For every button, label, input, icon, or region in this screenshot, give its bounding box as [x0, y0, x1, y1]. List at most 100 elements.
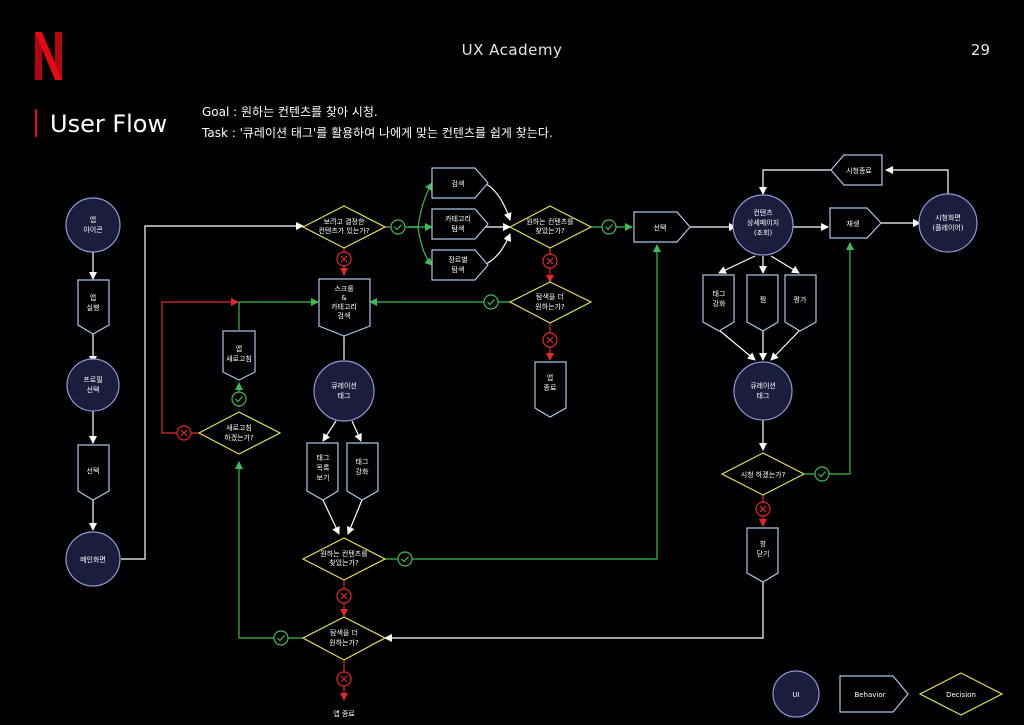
node-watch-end: 시청종료	[830, 154, 883, 186]
svg-text:창: 창	[760, 540, 767, 548]
svg-text:종료: 종료	[544, 384, 557, 392]
node-search: 검색	[431, 167, 489, 199]
node-close-window: 창 닫기	[746, 527, 779, 583]
x-icon	[336, 251, 352, 267]
no-badges	[176, 251, 771, 687]
svg-text:태그: 태그	[338, 392, 351, 400]
svg-text:카테고리: 카테고리	[331, 302, 357, 311]
svg-text:검색: 검색	[452, 179, 465, 188]
title-accent-bar	[35, 109, 37, 137]
node-rating: 평가	[784, 274, 817, 332]
node-genre-explore: 장르별 탐색	[431, 249, 489, 281]
node-curation-tag-right: 큐레이션 태그	[733, 361, 793, 421]
page-number: 29	[970, 41, 990, 59]
svg-text:찾았는가?: 찾았는가?	[329, 558, 359, 567]
x-icon	[542, 253, 558, 269]
svg-text:장르별: 장르별	[448, 255, 467, 264]
node-category-explore: 카테고리 탐색	[431, 208, 489, 240]
svg-text:프로필: 프로필	[83, 375, 102, 384]
node-select-right: 선택	[633, 211, 691, 243]
svg-text:보려고 결정한: 보려고 결정한	[324, 217, 365, 226]
svg-text:원하는 컨텐츠를: 원하는 컨텐츠를	[526, 217, 574, 226]
node-app-exit-bottom: 앱 종료	[333, 710, 355, 718]
svg-text:카테고리: 카테고리	[445, 214, 471, 223]
svg-text:스크롤: 스크롤	[334, 285, 354, 293]
node-tag-list-view: 태그 목록 보기	[306, 442, 339, 501]
svg-text:아이콘: 아이콘	[83, 225, 103, 234]
svg-text:평가: 평가	[794, 295, 807, 304]
svg-text:원하는가?: 원하는가?	[535, 302, 565, 311]
check-icon	[273, 630, 289, 646]
svg-text:시청 하겠는가?: 시청 하겠는가?	[741, 470, 786, 479]
svg-text:강화: 강화	[356, 467, 369, 476]
node-watch-screen: 시청화면 (플레이어)	[918, 193, 978, 253]
netflix-logo	[35, 32, 62, 80]
legend-ui: UI	[772, 670, 820, 718]
node-profile-select: 프로필 선택	[66, 358, 120, 412]
svg-text:선택: 선택	[87, 385, 100, 394]
svg-text:탐색을 더: 탐색을 더	[536, 292, 564, 301]
svg-text:닫기: 닫기	[757, 549, 770, 558]
svg-text:찾았는가?: 찾았는가?	[535, 226, 565, 235]
decision-explore-more-bottom: 탐색을 더 원하는가?	[301, 616, 387, 661]
node-tag-strengthen-right: 태그 강화	[702, 274, 735, 332]
node-scroll-category-search: 스크롤 & 카테고리 검색	[318, 278, 371, 337]
svg-text:Behavior: Behavior	[854, 691, 885, 699]
x-icon	[176, 425, 192, 441]
svg-text:시청화면: 시청화면	[935, 213, 961, 222]
svg-text:새로고침: 새로고침	[226, 423, 252, 432]
svg-text:새로고침: 새로고침	[226, 354, 252, 363]
x-icon	[336, 671, 352, 687]
svg-text:재생: 재생	[847, 219, 860, 228]
legend: UI Behavior Decision	[772, 670, 1004, 718]
yes-badges	[231, 219, 830, 646]
svg-text:찜: 찜	[760, 295, 766, 304]
svg-text:큐레이션: 큐레이션	[750, 381, 776, 390]
check-icon	[231, 391, 247, 407]
check-icon	[390, 219, 406, 235]
svg-text:선택: 선택	[87, 466, 100, 475]
node-content-detail-page: 컨텐츠 상세페이지 (조회)	[732, 194, 794, 256]
svg-text:컨텐츠가 있는가?: 컨텐츠가 있는가?	[318, 226, 369, 235]
svg-text:Decision: Decision	[946, 691, 976, 699]
node-tag-strengthen-left: 태그 강화	[346, 442, 379, 501]
legend-behavior: Behavior	[839, 675, 909, 713]
svg-text:메인화면: 메인화면	[80, 555, 106, 564]
node-curation-tag-left: 큐레이션 태그	[313, 360, 375, 422]
x-icon	[336, 588, 352, 604]
svg-text:하겠는가?: 하겠는가?	[224, 433, 254, 442]
svg-text:원하는 컨텐츠를: 원하는 컨텐츠를	[320, 549, 368, 558]
task-text: Task : '큐레이션 태그'를 활용하여 나에게 맞는 컨텐츠를 쉽게 찾는…	[202, 126, 553, 140]
node-app-run: 앱 실행	[77, 279, 110, 335]
svg-text:실행: 실행	[87, 303, 100, 312]
svg-text:큐레이션: 큐레이션	[331, 381, 357, 390]
svg-text:태그: 태그	[356, 458, 369, 466]
svg-text:보기: 보기	[317, 473, 330, 482]
decision-watch: 시청 하겠는가?	[720, 452, 806, 496]
svg-text:앱: 앱	[547, 374, 553, 382]
decision-found-top: 원하는 컨텐츠를 찾았는가?	[508, 205, 593, 249]
x-icon	[755, 501, 771, 517]
check-icon	[601, 219, 617, 235]
svg-text:상세페이지: 상세페이지	[747, 218, 779, 227]
svg-text:앱: 앱	[90, 216, 96, 224]
svg-text:(플레이어): (플레이어)	[932, 223, 963, 232]
check-icon	[397, 551, 413, 567]
node-main-screen: 메인화면	[65, 531, 121, 587]
svg-text:(조회): (조회)	[754, 229, 773, 237]
svg-text:탐색을 더: 탐색을 더	[330, 628, 358, 637]
decision-explore-more-top: 탐색을 더 원하는가?	[508, 281, 593, 324]
svg-text:앱: 앱	[90, 294, 96, 302]
svg-text:탐색: 탐색	[452, 265, 465, 274]
svg-text:태그: 태그	[713, 290, 726, 298]
decision-content-decided: 보려고 결정한 컨텐츠가 있는가?	[301, 205, 387, 249]
node-play: 재생	[829, 207, 882, 239]
svg-text:태그: 태그	[757, 392, 770, 400]
svg-text:목록: 목록	[317, 464, 330, 472]
decision-found-bottom: 원하는 컨텐츠를 찾았는가?	[301, 537, 387, 581]
svg-text:원하는가?: 원하는가?	[329, 638, 359, 647]
svg-text:시청종료: 시청종료	[846, 167, 872, 175]
x-icon	[542, 332, 558, 348]
header-center-title: UX Academy	[461, 41, 563, 59]
slide-title: User Flow	[50, 110, 168, 138]
